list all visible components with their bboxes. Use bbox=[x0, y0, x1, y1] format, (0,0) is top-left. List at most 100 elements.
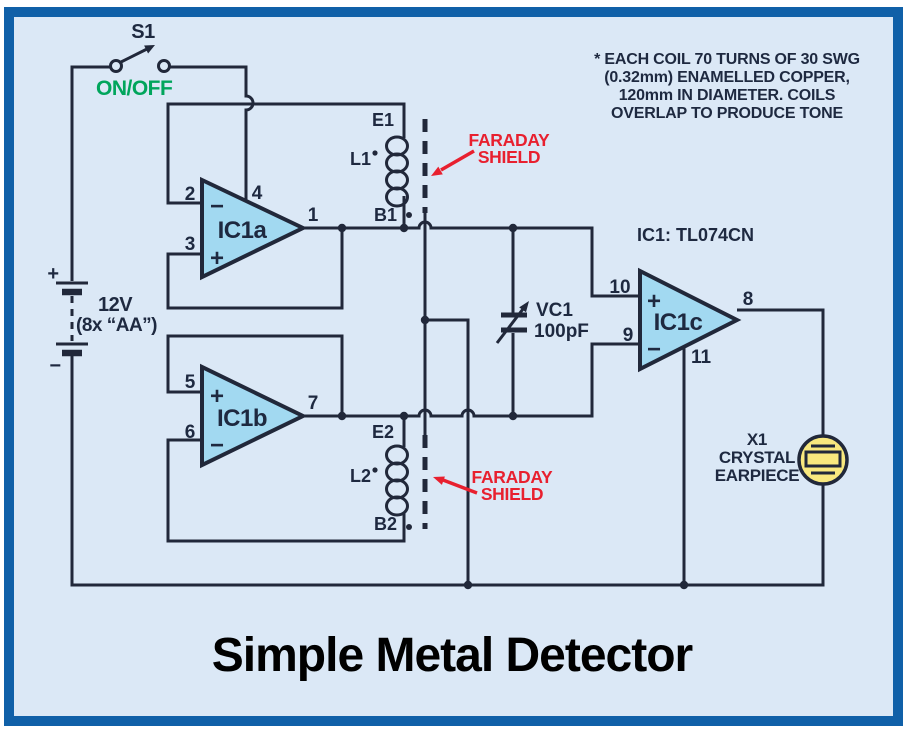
earpiece-crystal bbox=[804, 450, 842, 468]
switch-onoff-label: ON/OFF bbox=[96, 77, 173, 100]
coil-phase-dot-b2 bbox=[406, 524, 412, 530]
vc1-value-label: 100pF bbox=[534, 321, 589, 342]
battery-symbol bbox=[56, 281, 88, 357]
junction-dot bbox=[508, 411, 518, 421]
faraday-top-label-line1: FARADAY bbox=[469, 130, 551, 150]
wire-shield-ground bbox=[425, 318, 470, 585]
junction-dot bbox=[420, 315, 430, 325]
note-line-4: OVERLAP TO PRODUCE TONE bbox=[611, 105, 843, 122]
wire-battery-top bbox=[70, 65, 110, 281]
capacitor-arrowhead bbox=[519, 301, 529, 313]
switch-contact-right bbox=[157, 59, 171, 73]
coil-l2 bbox=[372, 444, 412, 530]
wire-pin2-e1-coil bbox=[166, 102, 406, 228]
l1-label: L1 bbox=[350, 149, 371, 169]
pin-label-5: 5 bbox=[185, 372, 196, 393]
opamp-ic1b bbox=[200, 363, 308, 469]
crystal-earpiece-symbol bbox=[797, 434, 849, 486]
coil-note: * EACH COIL 70 TURNS OF 30 SWG (0.32mm) … bbox=[594, 51, 860, 122]
x1-crystal-label: CRYSTAL bbox=[719, 448, 795, 467]
pin-label-4: 4 bbox=[252, 183, 263, 204]
ic1c-inverting-sign: − bbox=[647, 336, 661, 363]
coil-turn bbox=[385, 186, 409, 208]
coil-turn bbox=[385, 478, 409, 500]
l2-label: L2 bbox=[350, 466, 371, 486]
arrow-shaft bbox=[442, 478, 478, 495]
faraday-bottom-label-line1: FARADAY bbox=[472, 467, 554, 487]
page-border bbox=[4, 7, 903, 726]
wire-top-bus bbox=[303, 220, 640, 298]
battery-minus-label: − bbox=[49, 355, 60, 377]
pin-label-2: 2 bbox=[185, 184, 196, 205]
ic1c-noninverting-sign: + bbox=[647, 288, 661, 315]
ic1b-label: IC1b bbox=[217, 405, 267, 432]
wires bbox=[70, 65, 825, 587]
coil-turn bbox=[385, 444, 409, 466]
switch-contact-left bbox=[109, 59, 123, 73]
opamp-ic1a bbox=[200, 176, 308, 281]
opamp-ic1c bbox=[638, 267, 742, 373]
pin-label-6: 6 bbox=[185, 422, 196, 443]
e1-label: E1 bbox=[372, 110, 394, 130]
pin-label-7: 7 bbox=[308, 393, 319, 414]
arrowhead bbox=[431, 166, 443, 176]
switch-arm-arrowhead bbox=[144, 45, 155, 54]
switch-s1 bbox=[109, 45, 171, 73]
junction-dot bbox=[399, 411, 409, 421]
wire-pin6-b2 bbox=[166, 438, 406, 543]
wire-ic1b-feedback bbox=[166, 334, 344, 416]
ic1a-label: IC1a bbox=[218, 217, 268, 244]
switch-ref-label: S1 bbox=[131, 21, 155, 43]
ic1b-noninverting-sign: + bbox=[210, 383, 224, 410]
pin-label-3: 3 bbox=[185, 234, 196, 255]
ic1c-label: IC1c bbox=[654, 309, 703, 336]
junction-dots bbox=[337, 223, 689, 590]
wire-bottom-rail bbox=[70, 356, 825, 587]
battery-voltage-label: 12V bbox=[98, 294, 133, 316]
arrowhead bbox=[433, 476, 445, 485]
x1-earpiece-label: EARPIECE bbox=[715, 466, 800, 485]
ic1a-noninverting-sign: + bbox=[210, 245, 224, 272]
b1-label: B1 bbox=[374, 205, 397, 225]
coil-label-dot-l1 bbox=[372, 150, 378, 156]
b2-label: B2 bbox=[374, 514, 397, 534]
battery-plus-label: + bbox=[47, 263, 58, 285]
note-line-1: * EACH COIL 70 TURNS OF 30 SWG bbox=[594, 51, 860, 68]
switch-arm bbox=[120, 47, 148, 64]
junction-dot bbox=[337, 411, 347, 421]
pin-label-9: 9 bbox=[623, 325, 634, 346]
coil-turn bbox=[385, 169, 409, 191]
ic1a-inverting-sign: − bbox=[210, 193, 224, 220]
vc1-capacitor bbox=[495, 301, 529, 344]
page-title: Simple Metal Detector bbox=[212, 629, 693, 682]
wire-ic1a-feedback bbox=[166, 228, 344, 310]
wire-supply-to-pin4 bbox=[170, 65, 255, 201]
faraday-arrow-bottom bbox=[433, 476, 478, 495]
pin-label-1: 1 bbox=[308, 205, 319, 226]
junction-dot bbox=[679, 580, 689, 590]
arrow-shaft bbox=[440, 149, 475, 172]
junction-dot bbox=[337, 223, 347, 233]
faraday-bottom-label-line2: SHIELD bbox=[481, 484, 543, 504]
battery-cells-label: (8x “AA”) bbox=[76, 315, 157, 336]
coil-turn bbox=[385, 135, 409, 157]
x1-ref-label: X1 bbox=[747, 430, 767, 449]
junction-dot bbox=[463, 580, 473, 590]
note-line-3: 120mm IN DIAMETER. COILS bbox=[619, 87, 836, 104]
ic-part-label: IC1: TL074CN bbox=[637, 225, 754, 245]
pin-label-8: 8 bbox=[743, 289, 754, 310]
coil-turn bbox=[385, 461, 409, 483]
junction-dot bbox=[399, 223, 409, 233]
junction-dot bbox=[508, 223, 518, 233]
wire-output-earpiece bbox=[737, 308, 825, 436]
coil-l1 bbox=[372, 135, 412, 218]
coil-turn bbox=[385, 495, 409, 517]
ic1b-inverting-sign: − bbox=[210, 432, 224, 459]
vc1-ref-label: VC1 bbox=[536, 300, 573, 321]
wire-bottom-bus bbox=[303, 342, 640, 418]
coil-turn bbox=[385, 152, 409, 174]
faraday-top-label-line2: SHIELD bbox=[478, 147, 540, 167]
pin-label-11: 11 bbox=[691, 347, 712, 368]
